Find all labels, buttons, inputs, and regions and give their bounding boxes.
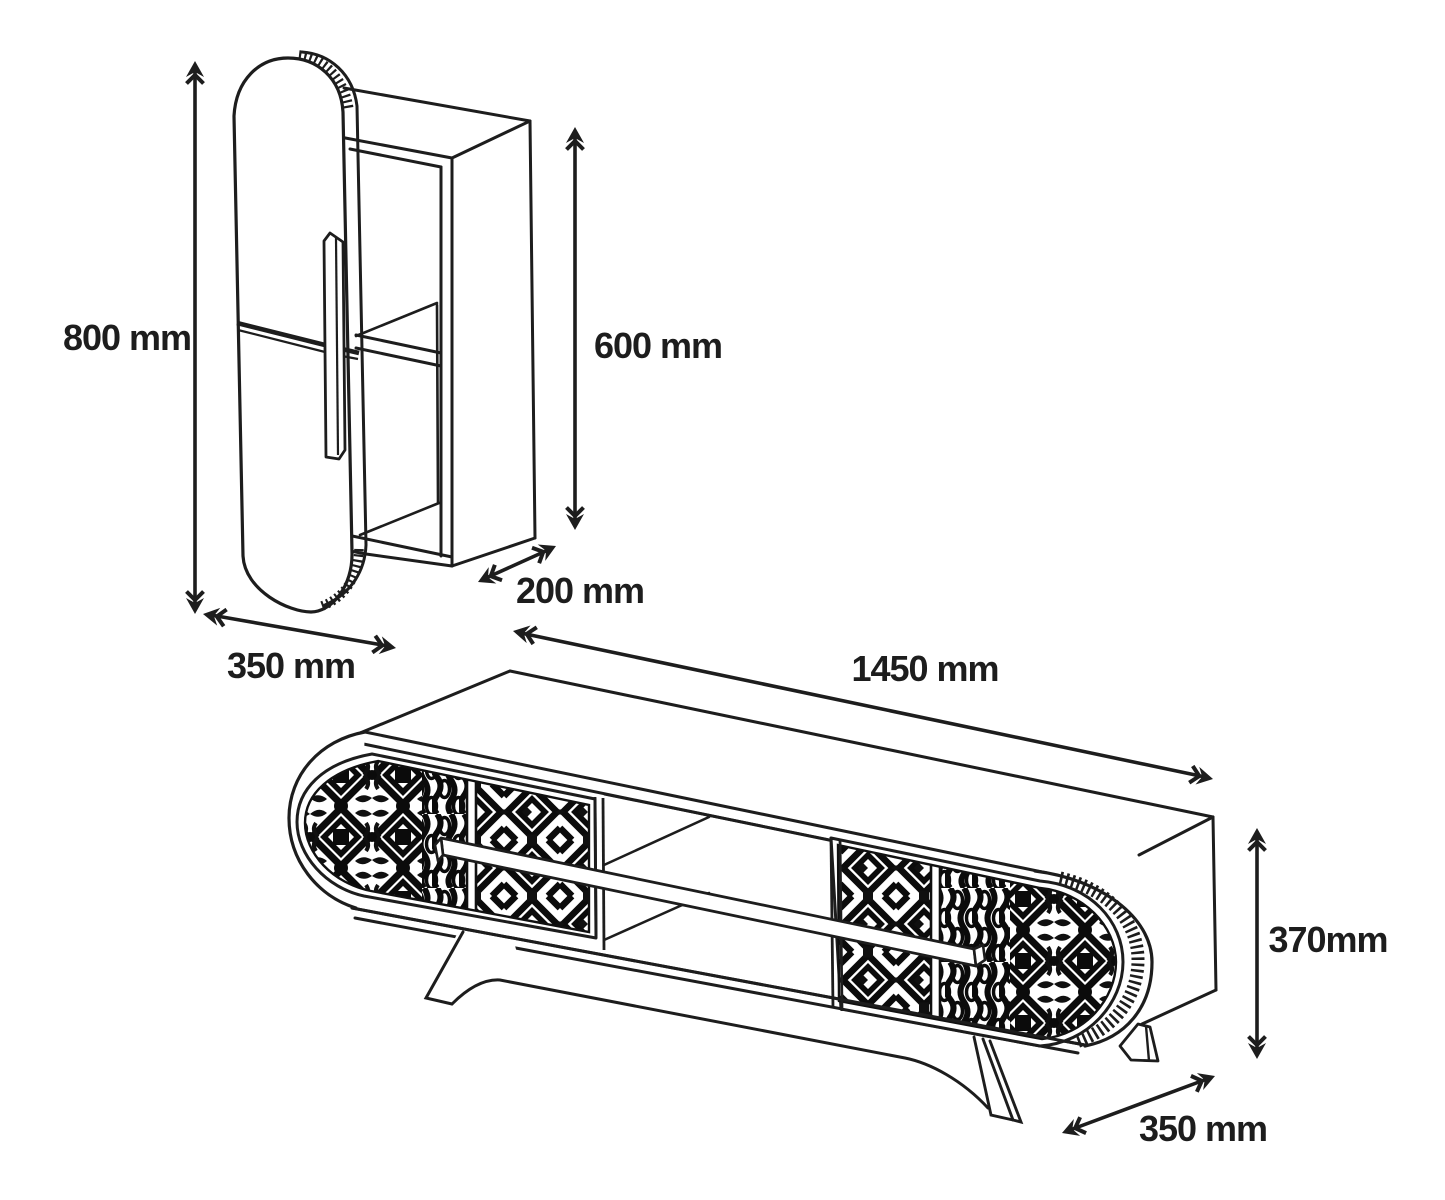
- svg-text:370mm: 370mm: [1268, 919, 1387, 960]
- svg-text:350 mm: 350 mm: [1139, 1108, 1267, 1149]
- svg-text:350 mm: 350 mm: [227, 645, 355, 686]
- svg-text:800 mm: 800 mm: [63, 317, 191, 358]
- svg-text:1450 mm: 1450 mm: [851, 648, 998, 689]
- svg-text:200 mm: 200 mm: [516, 570, 644, 611]
- svg-text:600 mm: 600 mm: [594, 325, 722, 366]
